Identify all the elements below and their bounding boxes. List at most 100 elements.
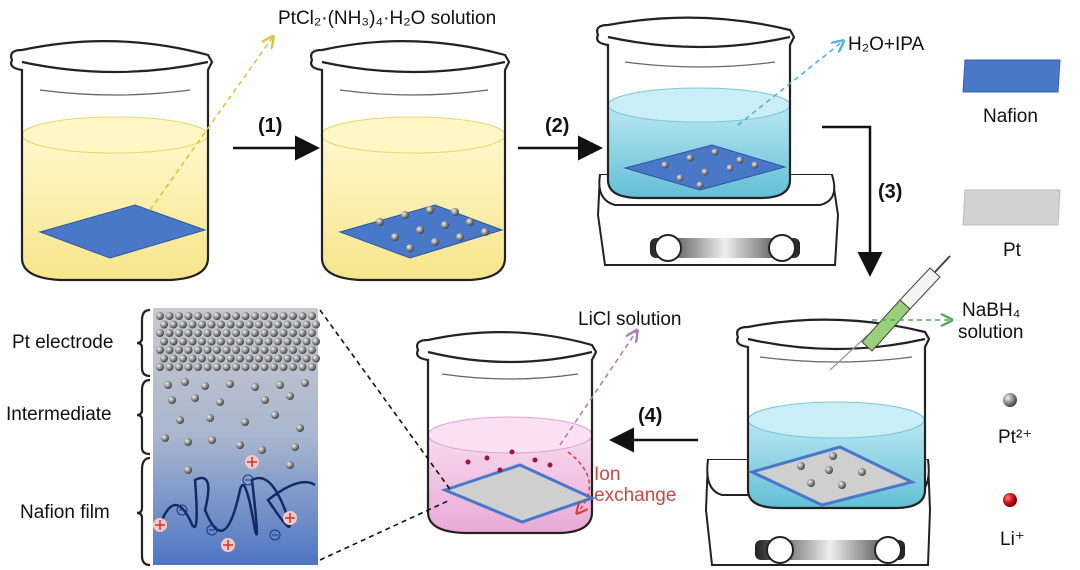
reductant-label-line1: NaBH₄: [962, 300, 1021, 321]
pt-particles: [156, 312, 320, 474]
pt-particle: [829, 452, 837, 460]
pt-particle: [226, 380, 234, 388]
pt-particle: [165, 346, 174, 354]
pt-particle: [168, 396, 176, 404]
pt-particle: [161, 434, 169, 442]
pt-particle: [260, 363, 269, 371]
pt-particle: [858, 468, 866, 476]
plus-icon: [247, 457, 257, 467]
pt-particle: [302, 337, 311, 346]
legend-pt: Pt: [1003, 240, 1022, 261]
pt-particle: [213, 363, 221, 371]
pt-particle: [279, 363, 288, 371]
pt-ion: [661, 161, 669, 169]
pt-particle: [217, 354, 225, 363]
pt-particle: [298, 312, 307, 320]
layer-label-pt-electrode: Pt electrode: [12, 332, 113, 353]
li-ion: [465, 459, 471, 465]
pt-particle: [255, 320, 263, 329]
pt-particle: [213, 312, 221, 320]
step-4-label: (4): [638, 405, 662, 427]
pt-particle: [264, 337, 273, 346]
pt-particle: [301, 379, 309, 387]
pt-particle: [188, 320, 197, 329]
anion-icon: [206, 524, 218, 536]
step-3-arrow: [822, 125, 883, 277]
pt-particle: [241, 346, 250, 354]
knob-icon: [874, 536, 902, 564]
pt-particle: [293, 337, 301, 346]
plus-icon: [223, 540, 233, 550]
pt-particle: [179, 354, 187, 363]
nafion-membrane: [38, 204, 207, 259]
pt-ion-dots: [797, 452, 866, 489]
pt-particle: [298, 329, 307, 337]
pt-particle: [232, 329, 240, 337]
pt-ion: [701, 168, 709, 176]
pt-particle: [222, 346, 231, 354]
pt-ion-dots: [661, 148, 759, 189]
pt-particle: [160, 337, 168, 346]
pt-particle: [175, 363, 183, 371]
pt-particle: [291, 443, 299, 451]
pt-particle: [286, 392, 294, 400]
pt-particle: [308, 312, 316, 320]
pt-particle: [255, 354, 263, 363]
pt-particle: [216, 398, 224, 406]
solvent-arrow: [737, 42, 842, 126]
pt-particle: [175, 312, 183, 320]
pt-ion: [726, 164, 734, 172]
licl-arrow: [559, 332, 636, 446]
pt-ion: [466, 218, 474, 226]
pt-particle: [298, 346, 307, 354]
pt-particle: [241, 418, 249, 426]
pt-particle: [289, 329, 297, 337]
pt-ion-dots: [376, 206, 489, 252]
pt-particle: [217, 337, 225, 346]
pt-particle: [260, 329, 269, 337]
pt-particle: [308, 346, 316, 354]
pt-particle: [293, 354, 301, 363]
pt-particle: [188, 337, 197, 346]
pt-ion: [456, 233, 464, 241]
pt-particle: [176, 416, 184, 424]
pt-particle: [213, 346, 221, 354]
pt-particle: [251, 363, 259, 371]
pt-particle: [286, 461, 294, 469]
pt-particle: [308, 329, 316, 337]
pt-particle: [232, 312, 240, 320]
knob-icon: [654, 234, 682, 262]
pt-particle: [298, 363, 307, 371]
pt-particle: [179, 320, 187, 329]
pt-particle: [165, 363, 174, 371]
precursor-label: PtCl₂·(NH₃)₄·H₂O solution: [278, 8, 496, 29]
layer-label-intermediate: Intermediate: [6, 404, 112, 425]
pt-particle: [194, 329, 202, 337]
pt-particle: [184, 346, 193, 354]
plus-icon: [285, 513, 295, 523]
beaker-precursor: [10, 40, 214, 282]
legend-nafion: Nafion: [983, 106, 1038, 127]
step-1-label: (1): [258, 115, 282, 137]
li-ion: [497, 467, 503, 473]
pt-particle: [279, 312, 288, 320]
step-2-label: (2): [545, 115, 569, 137]
pt-particle: [825, 466, 833, 474]
li-ion-swatch: [1003, 493, 1017, 507]
beaker-ion-exchange: [416, 331, 598, 535]
pt-particle: [258, 446, 266, 454]
pt-particle: [207, 354, 216, 363]
pt-particle: [276, 381, 284, 389]
pt-particle: [274, 354, 282, 363]
pt-ion: [696, 181, 704, 189]
pt-particle: [207, 337, 216, 346]
pt-particle: [264, 354, 273, 363]
pt-particle: [184, 329, 193, 337]
pt-particle: [289, 363, 297, 371]
pt-ion: [391, 233, 399, 241]
li-ion: [484, 455, 490, 461]
layer-label-nafion-film: Nafion film: [20, 502, 110, 523]
pt-particle: [232, 363, 240, 371]
pt-particle: [270, 329, 278, 337]
pt-particle: [222, 329, 231, 337]
